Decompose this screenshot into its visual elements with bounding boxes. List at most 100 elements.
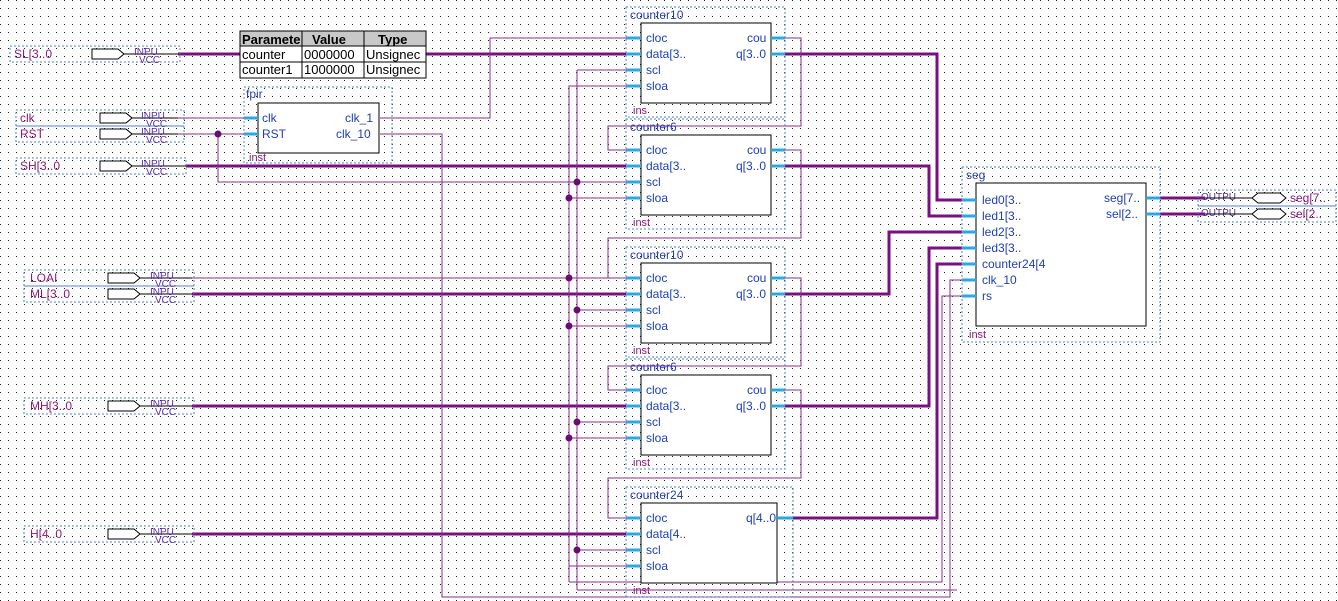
svg-text:counter24[4: counter24[4 <box>982 257 1046 271</box>
svg-text:counter6: counter6 <box>630 120 677 134</box>
svg-text:clk_10: clk_10 <box>336 127 371 141</box>
svg-text:RST: RST <box>262 127 287 141</box>
svg-text:q[3..0: q[3..0 <box>736 159 766 173</box>
svg-text:scl: scl <box>646 175 661 189</box>
svg-text:VCC: VCC <box>139 55 160 66</box>
svg-text:clk_1: clk_1 <box>345 111 373 125</box>
svg-text:VCC: VCC <box>146 135 167 146</box>
svg-text:data[3..: data[3.. <box>646 287 686 301</box>
block-fpin[interactable]: fpir clk RST clk_1 clk_10 inst <box>243 86 393 164</box>
svg-text:sloa: sloa <box>646 431 668 445</box>
input-pin-load[interactable]: LOAI INPU VCC <box>23 269 195 290</box>
svg-text:data[3..: data[3.. <box>646 47 686 61</box>
input-pin-sl[interactable]: SL[3..0 INPU VCC <box>9 45 181 66</box>
svg-text:INPU: INPU <box>134 47 158 58</box>
input-pin-h[interactable]: H[4..0 INPU VCC <box>23 525 195 546</box>
svg-text:seg: seg <box>966 168 985 182</box>
svg-text:INPU: INPU <box>141 127 165 138</box>
svg-text:INPU: INPU <box>141 159 165 170</box>
svg-text:ins: ins <box>633 105 648 117</box>
svg-text:sloa: sloa <box>646 79 668 93</box>
svg-text:VCC: VCC <box>155 535 176 546</box>
svg-text:inst: inst <box>633 345 650 357</box>
param-header-type: Type <box>378 32 407 47</box>
svg-text:clk: clk <box>262 111 278 125</box>
output-pin-seg[interactable]: OUTPU seg[7.. <box>1197 189 1337 207</box>
svg-text:INPU: INPU <box>150 527 174 538</box>
input-pin-mh[interactable]: MH[3..0 INPU VCC <box>23 397 195 418</box>
svg-text:clk: clk <box>20 111 36 125</box>
svg-text:VCC: VCC <box>155 279 176 290</box>
svg-text:scl: scl <box>646 63 661 77</box>
input-pin-rst[interactable]: RST INPU VCC <box>15 125 185 146</box>
svg-text:scl: scl <box>646 303 661 317</box>
svg-text:inst: inst <box>633 585 650 597</box>
svg-text:MH[3..0: MH[3..0 <box>30 399 72 413</box>
block-counter6-a[interactable]: counter6 cloc data[3.. scl sloa cou q[3.… <box>625 118 786 230</box>
param-cell: 0000000 <box>304 47 355 62</box>
svg-text:counter6: counter6 <box>630 360 677 374</box>
svg-text:VCC: VCC <box>155 295 176 306</box>
param-cell: Unsignec <box>366 47 421 62</box>
input-pin-sh[interactable]: SH[3..0 INPU VCC <box>15 157 187 178</box>
svg-text:RST: RST <box>20 127 45 141</box>
svg-text:sloa: sloa <box>646 319 668 333</box>
svg-text:led3[3..: led3[3.. <box>982 241 1021 255</box>
svg-text:INPU: INPU <box>141 111 165 122</box>
svg-text:cloc: cloc <box>646 511 667 525</box>
svg-text:VCC: VCC <box>146 119 167 130</box>
bus-q-c24 <box>777 262 976 520</box>
svg-text:data[3..: data[3.. <box>646 159 686 173</box>
output-pin-sel[interactable]: OUTPU sel[2.. <box>1197 205 1337 223</box>
param-header-name: Paramete <box>242 32 301 47</box>
svg-text:fpir: fpir <box>246 87 263 101</box>
svg-text:cloc: cloc <box>646 143 667 157</box>
svg-text:inst: inst <box>633 217 650 229</box>
svg-text:INPU: INPU <box>150 271 174 282</box>
svg-text:SL[3..0: SL[3..0 <box>14 47 52 61</box>
svg-text:cou: cou <box>747 31 766 45</box>
svg-text:LOAI: LOAI <box>30 271 57 285</box>
block-seg[interactable]: seg led0[3.. led1[3.. led2[3.. led3[3.. … <box>961 166 1161 343</box>
svg-text:inst: inst <box>633 457 650 469</box>
svg-text:INPU: INPU <box>150 399 174 410</box>
svg-text:sel[2..: sel[2.. <box>1106 207 1138 221</box>
block-counter10-a[interactable]: counter10 cloc data[3.. scl sloa cou q[3… <box>625 6 786 118</box>
svg-text:cloc: cloc <box>646 383 667 397</box>
block-counter6-b[interactable]: counter6 cloc data[3.. scl sloa cou q[3.… <box>625 358 786 470</box>
svg-text:H[4..0: H[4..0 <box>30 527 62 541</box>
bus-q-c6a <box>771 164 976 218</box>
block-counter24[interactable]: counter24 cloc data[4.. scl sloa q[4..0 … <box>625 486 794 598</box>
svg-text:q[4..0: q[4..0 <box>746 511 776 525</box>
svg-text:clk_10: clk_10 <box>982 273 1017 287</box>
svg-text:VCC: VCC <box>146 167 167 178</box>
svg-text:SH[3..0: SH[3..0 <box>20 159 60 173</box>
svg-text:cou: cou <box>747 271 766 285</box>
svg-text:counter24: counter24 <box>630 488 684 502</box>
param-cell: counter1 <box>242 62 293 77</box>
svg-text:rs: rs <box>982 289 992 303</box>
svg-text:cou: cou <box>747 143 766 157</box>
svg-text:q[3..0: q[3..0 <box>736 47 766 61</box>
svg-text:q[3..0: q[3..0 <box>736 287 766 301</box>
svg-text:counter10: counter10 <box>630 248 684 262</box>
svg-text:INPU: INPU <box>150 287 174 298</box>
svg-text:data[3..: data[3.. <box>646 399 686 413</box>
signal-wires <box>178 37 976 598</box>
svg-text:scl: scl <box>646 415 661 429</box>
svg-text:VCC: VCC <box>155 407 176 418</box>
svg-text:led1[3..: led1[3.. <box>982 209 1021 223</box>
svg-text:cloc: cloc <box>646 31 667 45</box>
svg-text:scl: scl <box>646 543 661 557</box>
parameter-table: Paramete Value Type counter 0000000 Unsi… <box>239 30 427 79</box>
param-cell: 1000000 <box>304 62 355 77</box>
svg-text:sel[2..: sel[2.. <box>1290 207 1322 221</box>
param-header-value: Value <box>312 32 346 47</box>
bus-q-c6b <box>771 246 976 408</box>
block-counter10-b[interactable]: counter10 cloc data[3.. scl sloa cou q[3… <box>625 246 786 358</box>
svg-text:seg[7..: seg[7.. <box>1104 191 1140 205</box>
input-pin-ml[interactable]: ML[3..0 INPU VCC <box>23 285 195 306</box>
svg-text:sloa: sloa <box>646 559 668 573</box>
svg-text:counter10: counter10 <box>630 8 684 22</box>
